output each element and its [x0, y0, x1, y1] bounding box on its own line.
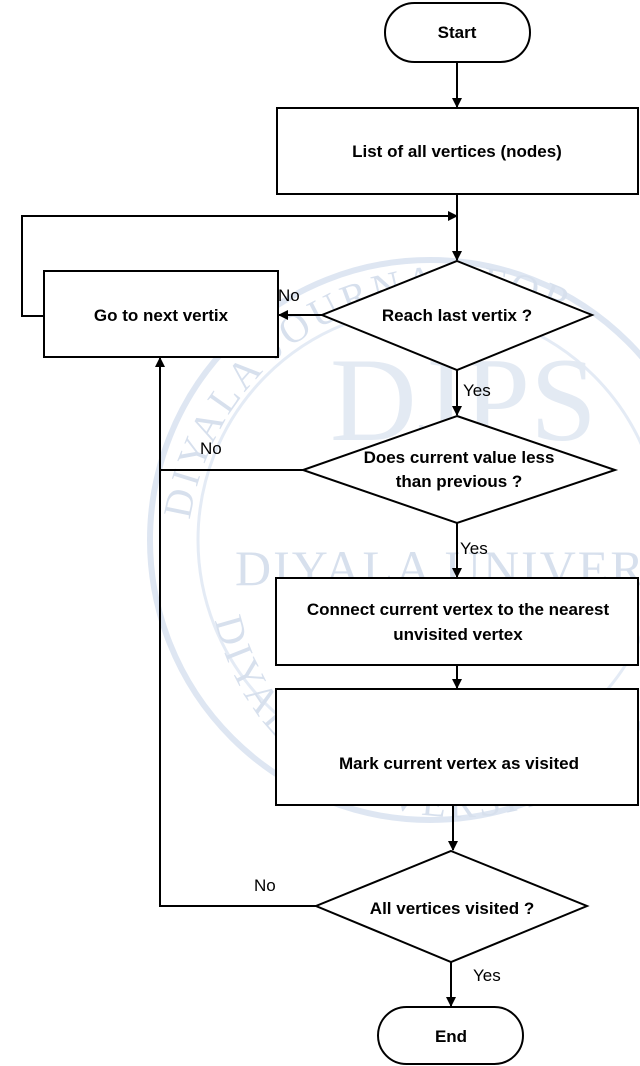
node-end: End — [377, 1006, 524, 1065]
all-yes-label: Yes — [473, 966, 501, 985]
node-reach-last: Reach last vertix ? — [319, 259, 595, 372]
end-label: End — [435, 1027, 467, 1046]
edge-all-no — [159, 470, 316, 907]
mark-visited-label: Mark current vertex as visited — [339, 754, 579, 773]
node-connect: Connect current vertex to the nearest un… — [275, 577, 639, 666]
current-less-label-line2: than previous ? — [396, 472, 523, 491]
all-visited-label: All vertices visited ? — [370, 899, 534, 918]
next-vertix-box — [43, 270, 279, 358]
start-label: Start — [438, 23, 477, 42]
current-less-diamond — [299, 414, 619, 525]
list-vertices-box — [276, 107, 639, 195]
watermark-outer-ring — [147, 257, 640, 823]
all-visited-diamond — [313, 849, 590, 964]
next-vertix-label: Go to next vertix — [94, 306, 229, 325]
less-yes-label: Yes — [460, 539, 488, 558]
reach-yes-label: Yes — [463, 381, 491, 400]
connect-label-line2: unvisited vertex — [393, 625, 523, 644]
edge-next-loop-back — [21, 211, 458, 317]
node-current-less: Does current value less than previous ? — [299, 414, 619, 525]
less-no-label: No — [200, 439, 222, 458]
reach-last-label: Reach last vertix ? — [382, 306, 532, 325]
reach-last-diamond — [319, 259, 595, 372]
mark-visited-box — [275, 688, 639, 806]
connect-box — [275, 577, 639, 666]
node-mark-visited: Mark current vertex as visited — [275, 688, 639, 806]
node-list-vertices: List of all vertices (nodes) — [276, 107, 639, 195]
list-vertices-label: List of all vertices (nodes) — [352, 142, 562, 161]
connect-label-line1: Connect current vertex to the nearest — [307, 600, 610, 619]
all-no-label: No — [254, 876, 276, 895]
node-all-visited: All vertices visited ? — [313, 849, 590, 964]
current-less-label-line1: Does current value less — [364, 448, 555, 467]
start-terminal — [384, 2, 531, 63]
node-start: Start — [384, 2, 531, 63]
node-next-vertix: Go to next vertix — [43, 270, 279, 358]
reach-no-label: No — [278, 286, 300, 305]
end-terminal — [377, 1006, 524, 1065]
edges — [21, 62, 462, 1007]
